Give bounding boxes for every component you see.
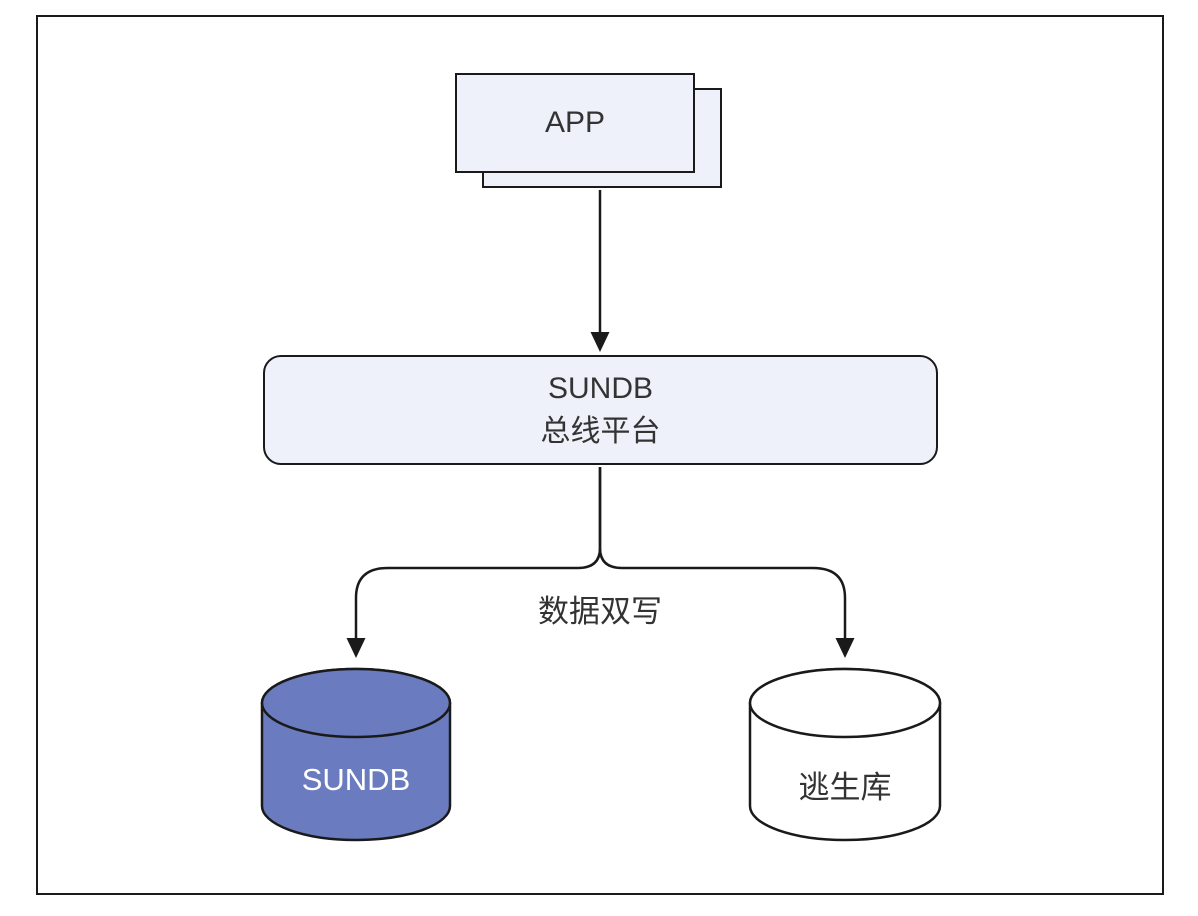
app-node-label: APP [544,106,606,139]
platform-label-line2: 总线平台 [540,415,661,448]
branch-annotation: 数据双写 [538,594,662,629]
platform-label-line1: SUNDB [547,372,653,405]
app-node: APP [455,73,695,173]
primary-db-label: SUNDB [301,762,411,797]
sundb-platform-node: SUNDB 总线平台 [263,355,938,465]
escape-db-label: 逃生库 [798,770,892,805]
